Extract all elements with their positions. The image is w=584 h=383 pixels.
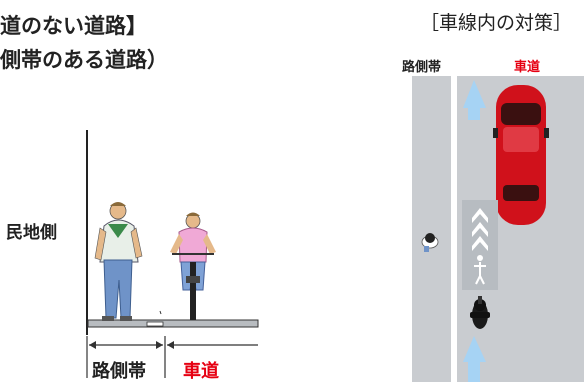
pedestrian-icon <box>421 233 439 252</box>
right-title: ［車線内の対策］ <box>420 12 573 34</box>
arrow-up-icon <box>463 336 486 382</box>
shoulder-label: 路側帯 <box>92 361 146 382</box>
chevron-up-icon <box>472 208 488 251</box>
car-icon <box>493 85 549 225</box>
ground-slab <box>87 319 259 328</box>
arrow-up-icon <box>463 80 486 120</box>
motorcycle-icon <box>470 296 490 329</box>
curb-block <box>146 321 164 327</box>
person-icon <box>94 202 143 321</box>
left-title-line2: 側帯のある道路） <box>0 48 168 72</box>
right-carriageway-label: 車道 <box>514 60 541 75</box>
left-title-line1: 道のない道路】 <box>0 14 147 38</box>
carriageway-label: 車道 <box>183 361 219 382</box>
right-shoulder-label: 路側帯 <box>402 60 442 75</box>
bicycle-icon <box>474 255 486 285</box>
roadside-label: 民地側 <box>6 223 57 243</box>
plan-view-diagram <box>412 76 584 382</box>
cross-section-diagram <box>86 130 259 378</box>
bicycle-icon <box>170 212 216 320</box>
lane-edge-line <box>451 76 457 382</box>
